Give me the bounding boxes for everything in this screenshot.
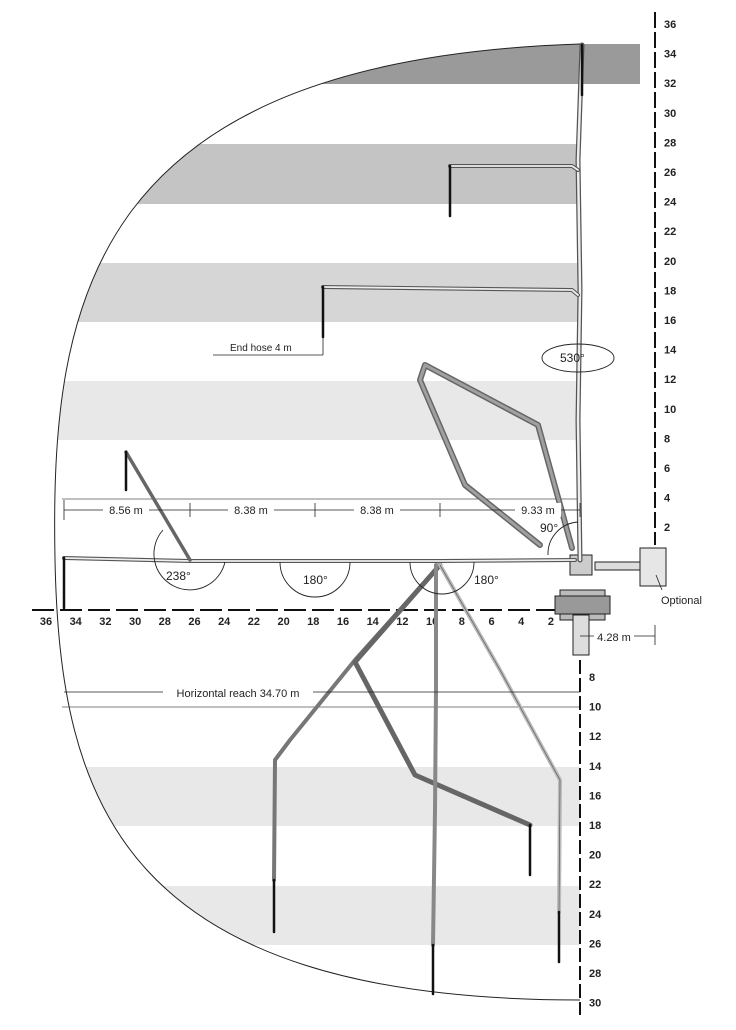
seg4-label: 9.33 m: [521, 505, 555, 517]
h-tick-8: 8: [459, 616, 465, 628]
band-14-18-lower: [54, 767, 580, 826]
v-lower-tick-12: 12: [589, 731, 601, 743]
angle-180-left-label: 180°: [303, 573, 328, 587]
band-32-34-right: [580, 44, 640, 84]
slew-arc: [541, 343, 615, 373]
reach-envelope: [54, 43, 581, 1001]
h-tick-16: 16: [337, 616, 349, 628]
seg3-label: 8.38 m: [360, 505, 394, 517]
optional-box: [639, 547, 667, 587]
v-lower-tick-8: 8: [589, 672, 595, 684]
optional-label: Optional: [661, 595, 702, 607]
reach-bands: [54, 44, 580, 945]
v-lower-tick-24: 24: [589, 909, 602, 921]
v-lower-tick-14: 14: [589, 761, 602, 773]
band-24-28: [54, 144, 580, 204]
boom-top-26-inner: [449, 165, 579, 171]
h-tick-6: 6: [488, 616, 494, 628]
h-tick-28: 28: [159, 616, 171, 628]
v-upper-tick-20: 20: [664, 256, 676, 268]
boom-lower-d-outline: [439, 564, 561, 913]
horizontal-reach-label: Horizontal reach 34.70 m: [177, 688, 300, 700]
arc-238: [153, 529, 226, 591]
seg1-label: 8.56 m: [109, 505, 143, 517]
counterweight: [594, 561, 641, 571]
slew-angle-label: 530°: [560, 351, 585, 365]
h-tick-30: 30: [129, 616, 141, 628]
tower-outrigger: [554, 595, 611, 615]
v-upper-tick-12: 12: [664, 374, 676, 386]
v-lower-tick-16: 16: [589, 790, 601, 802]
h-tick-18: 18: [307, 616, 319, 628]
v-upper-tick-36: 36: [664, 19, 676, 31]
arc-180-right: [409, 561, 475, 595]
v-upper-tick-4: 4: [664, 493, 671, 505]
dimension-lines: [63, 337, 663, 693]
arc-90: [547, 521, 579, 556]
boom-folded-dark-inner: [418, 363, 574, 550]
h-tick-26: 26: [188, 616, 200, 628]
h-tick-2: 2: [548, 616, 554, 628]
vertical-axis-lower: 8 10 12 14 16 18 20 22 24 26 28 30: [579, 660, 602, 1015]
h-tick-14: 14: [367, 616, 380, 628]
v-upper-tick-10: 10: [664, 404, 676, 416]
v-upper-tick-34: 34: [664, 49, 677, 61]
boom-vertical-inner: [576, 43, 584, 562]
arc-180-left: [279, 561, 351, 598]
v-upper-tick-22: 22: [664, 226, 676, 238]
angle-90-label: 90°: [540, 521, 558, 535]
v-lower-tick-20: 20: [589, 850, 601, 862]
v-lower-tick-28: 28: [589, 968, 601, 980]
v-lower-tick-30: 30: [589, 998, 601, 1010]
v-upper-tick-16: 16: [664, 315, 676, 327]
v-lower-tick-18: 18: [589, 820, 601, 832]
boom-lower-b: [352, 562, 533, 828]
band-32-34: [54, 44, 580, 84]
v-upper-tick-14: 14: [664, 345, 677, 357]
boom-mid-18-inner: [322, 286, 579, 296]
seg2-label: 8.38 m: [234, 505, 268, 517]
boom-lower-c: [431, 563, 438, 947]
angle-180-right-label: 180°: [474, 573, 499, 587]
h-tick-22: 22: [248, 616, 260, 628]
v-upper-tick-18: 18: [664, 285, 676, 297]
h-tick-34: 34: [70, 616, 83, 628]
boom-raised-tip: [124, 450, 192, 562]
h-tick-20: 20: [277, 616, 289, 628]
offset-label: 4.28 m: [597, 632, 631, 644]
h-tick-24: 24: [218, 616, 231, 628]
h-tick-12: 12: [396, 616, 408, 628]
v-lower-tick-22: 22: [589, 879, 601, 891]
h-tick-4: 4: [518, 616, 525, 628]
boom-horizontal-inner: [63, 557, 576, 562]
band-lines: [62, 498, 580, 708]
v-upper-tick-2: 2: [664, 522, 670, 534]
angle-labels: 530° 90° 238° 180° 180°: [166, 351, 585, 587]
v-upper-tick-6: 6: [664, 463, 670, 475]
v-upper-tick-24: 24: [664, 197, 677, 209]
h-tick-36: 36: [40, 616, 52, 628]
boom-lower-a: [272, 563, 442, 882]
h-tick-32: 32: [99, 616, 111, 628]
end-hose-label: End hose 4 m: [230, 343, 292, 354]
v-upper-tick-30: 30: [664, 108, 676, 120]
v-upper-tick-32: 32: [664, 78, 676, 90]
band-8-12: [54, 381, 580, 440]
v-upper-tick-8: 8: [664, 433, 670, 445]
v-lower-tick-10: 10: [589, 702, 601, 714]
v-upper-tick-28: 28: [664, 137, 676, 149]
band-16-20: [54, 263, 580, 322]
boom-configurations: [62, 42, 585, 996]
angle-arcs: [153, 343, 615, 598]
v-upper-tick-26: 26: [664, 167, 676, 179]
band-22-26-lower: [54, 886, 580, 945]
tower-mast: [572, 614, 590, 656]
v-lower-tick-26: 26: [589, 938, 601, 950]
vertical-axis-upper: 36 34 32 30 28 26 24 22 20 18 16 14 12 10 8 6 4 2: [654, 12, 677, 545]
dimension-labels: 8.56 m 8.38 m 8.38 m 9.33 m Horizontal r…: [103, 343, 702, 700]
pump-tower: [554, 547, 667, 656]
angle-238-label: 238°: [166, 569, 191, 583]
